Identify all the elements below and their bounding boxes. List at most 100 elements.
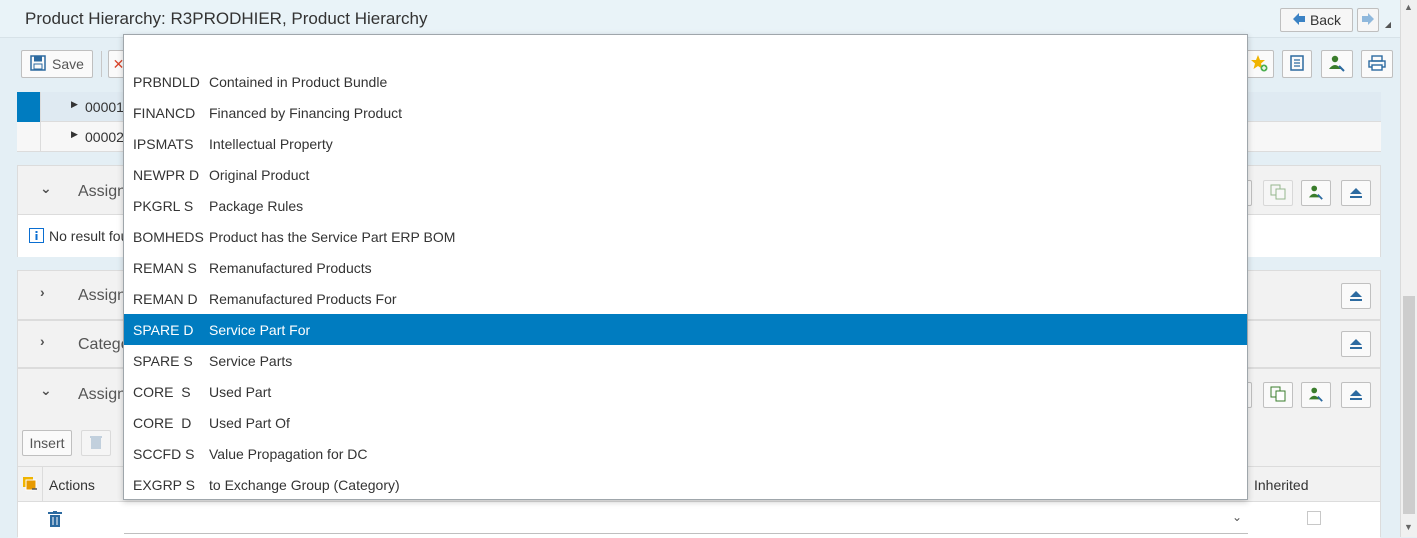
- option-description: Remanufactured Products: [209, 259, 372, 276]
- option-description: Contained in Product Bundle: [209, 73, 388, 90]
- personalize-button[interactable]: [1301, 382, 1331, 408]
- title-bar: Product Hierarchy: R3PRODHIER, Product H…: [0, 0, 1400, 38]
- table-row: ⌄: [18, 502, 1380, 538]
- forward-history-dropdown-icon[interactable]: ◢: [1384, 20, 1392, 29]
- relationship-type-select[interactable]: ⌄: [124, 504, 1248, 534]
- star-add-icon: [1250, 54, 1268, 75]
- insert-button[interactable]: Insert: [22, 430, 72, 456]
- save-icon: [30, 54, 46, 74]
- panel-action-button[interactable]: [1244, 382, 1252, 408]
- eject-icon: [1350, 336, 1362, 352]
- chevron-down-icon[interactable]: ⌄: [1232, 510, 1243, 524]
- personalize-button[interactable]: [1321, 50, 1353, 78]
- trash-icon[interactable]: [48, 511, 62, 530]
- panel-action-button[interactable]: [1244, 180, 1252, 206]
- dropdown-option-selected[interactable]: SPARE D Service Part For: [124, 314, 1247, 345]
- back-button-label: Back: [1309, 12, 1342, 28]
- dropdown-option[interactable]: FINANCD Financed by Financing Product: [124, 97, 1247, 128]
- dropdown-option[interactable]: REMAN S Remanufactured Products: [124, 252, 1247, 283]
- scroll-down-arrow-icon[interactable]: ▼: [1404, 522, 1413, 532]
- back-button[interactable]: Back: [1280, 8, 1353, 32]
- notes-icon: [1290, 54, 1304, 74]
- option-description: Financed by Financing Product: [209, 104, 402, 121]
- row-selector[interactable]: [17, 92, 41, 122]
- option-description: Used Part: [209, 383, 272, 400]
- print-icon: [1368, 54, 1386, 74]
- collapse-button[interactable]: [1341, 180, 1371, 206]
- delete-button[interactable]: [81, 430, 111, 456]
- dropdown-option[interactable]: PRBNDLD Contained in Product Bundle: [124, 66, 1247, 97]
- scroll-up-arrow-icon[interactable]: ▲: [1404, 2, 1413, 12]
- option-code: CORE D: [133, 414, 192, 431]
- column-divider: [42, 467, 43, 503]
- page-title: Product Hierarchy: R3PRODHIER, Product H…: [25, 9, 428, 28]
- favorite-button[interactable]: [1244, 50, 1274, 78]
- tree-row-label: 00002: [85, 129, 124, 145]
- option-code: EXGRP S: [133, 476, 195, 493]
- scrollbar-thumb[interactable]: [1403, 296, 1415, 514]
- dropdown-option[interactable]: REMAN D Remanufactured Products For: [124, 283, 1247, 314]
- cancel-icon: ✕: [112, 55, 125, 72]
- option-code: BOMHEDS: [133, 228, 204, 245]
- toolbar-separator: [101, 51, 102, 77]
- option-code: REMAN D: [133, 290, 198, 307]
- row-selector[interactable]: [17, 122, 41, 152]
- option-description: Remanufactured Products For: [209, 290, 397, 307]
- copy-button[interactable]: [1263, 382, 1293, 408]
- dropdown-option[interactable]: PKGRL S Package Rules: [124, 190, 1247, 221]
- copy-button[interactable]: [1263, 180, 1293, 206]
- dropdown-option[interactable]: CORE D Used Part Of: [124, 407, 1247, 438]
- option-description: Service Parts: [209, 352, 293, 369]
- trash-icon: [90, 435, 102, 452]
- option-code: SPARE D: [133, 321, 194, 338]
- eject-icon: [1350, 387, 1362, 403]
- dropdown-option[interactable]: NEWPR D Original Product: [124, 159, 1247, 190]
- option-description: Original Product: [209, 166, 310, 183]
- option-code: REMAN S: [133, 259, 197, 276]
- forward-button[interactable]: [1357, 8, 1379, 32]
- dropdown-option[interactable]: SCCFD S Value Propagation for DC: [124, 438, 1247, 469]
- page-scrollbar[interactable]: ▲ ▼: [1400, 0, 1417, 537]
- copy-icon: [1270, 184, 1286, 203]
- user-settings-icon: [1308, 386, 1324, 405]
- option-code: SPARE S: [133, 352, 193, 369]
- save-button-label: Save: [52, 56, 84, 72]
- personalize-button[interactable]: [1301, 180, 1331, 206]
- option-description: Intellectual Property: [209, 135, 333, 152]
- table-settings-icon[interactable]: [23, 477, 38, 495]
- collapse-button[interactable]: [1341, 331, 1371, 357]
- panel-title: Catego: [78, 336, 130, 353]
- notes-button[interactable]: [1282, 50, 1312, 78]
- dropdown-option[interactable]: BOMHEDS Product has the Service Part ERP…: [124, 221, 1247, 252]
- option-code: PKGRL S: [133, 197, 194, 214]
- dropdown-option[interactable]: EXGRP S to Exchange Group (Category): [124, 469, 1247, 500]
- inherited-checkbox[interactable]: [1307, 511, 1321, 525]
- eject-icon: [1350, 185, 1362, 201]
- forward-arrow-icon: [1361, 12, 1375, 29]
- user-settings-icon: [1328, 54, 1346, 75]
- chevron-right-icon[interactable]: ›: [40, 284, 45, 300]
- back-arrow-icon: [1292, 12, 1306, 29]
- chevron-right-icon[interactable]: ›: [40, 333, 45, 349]
- print-button[interactable]: [1361, 50, 1393, 78]
- option-code: CORE S: [133, 383, 191, 400]
- option-description: Package Rules: [209, 197, 304, 214]
- column-header-inherited[interactable]: Inherited: [1254, 477, 1309, 493]
- eject-icon: [1350, 288, 1362, 304]
- dropdown-option[interactable]: IPSMATS Intellectual Property: [124, 128, 1247, 159]
- chevron-down-icon[interactable]: ⌄: [40, 180, 52, 196]
- dropdown-option[interactable]: SPARE S Service Parts: [124, 345, 1247, 376]
- option-description: to Exchange Group (Category): [209, 476, 400, 493]
- chevron-down-icon[interactable]: ⌄: [40, 382, 52, 398]
- save-button[interactable]: Save: [21, 50, 93, 78]
- expand-caret-icon[interactable]: ▶: [71, 99, 78, 109]
- column-header-actions[interactable]: Actions: [49, 477, 95, 493]
- expand-caret-icon[interactable]: ▶: [71, 129, 78, 139]
- collapse-button[interactable]: [1341, 283, 1371, 309]
- option-code: IPSMATS: [133, 135, 194, 152]
- panel-title: Assign: [78, 287, 127, 304]
- dropdown-option[interactable]: CORE S Used Part: [124, 376, 1247, 407]
- info-icon: [29, 228, 44, 246]
- collapse-button[interactable]: [1341, 382, 1371, 408]
- no-result-message: No result fou: [49, 228, 129, 244]
